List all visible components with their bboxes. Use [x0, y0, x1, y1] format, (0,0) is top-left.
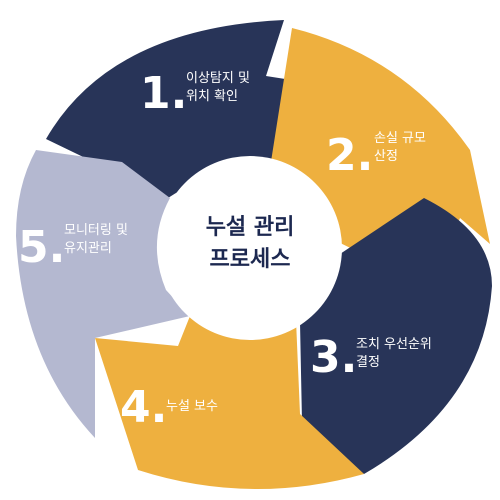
step-5-segment [16, 150, 190, 438]
step-2-label: 손실 규모 산정 [374, 130, 426, 166]
step-3-label-line2: 결정 [356, 355, 380, 370]
step-1-label-line2: 위치 확인 [186, 89, 238, 104]
step-1-segment [46, 20, 330, 198]
step-3-label-line1: 조치 우선순위 [356, 337, 432, 352]
center-title: 누설 관리 프로세스 [170, 212, 330, 276]
step-5-label-line1: 모니터링 및 [64, 223, 128, 238]
step-3-label: 조치 우선순위 결정 [356, 336, 432, 372]
step-2-number: 2. [326, 130, 374, 181]
step-1-label-line1: 이상탐지 및 [186, 71, 250, 86]
step-2-label-line2: 산정 [374, 149, 398, 164]
step-5-label-line2: 유지관리 [64, 241, 112, 256]
step-3-number: 3. [310, 332, 358, 383]
center-title-line2: 프로세스 [209, 247, 291, 272]
step-4-label: 누설 보수 [166, 398, 218, 416]
step-5-number: 5. [18, 222, 66, 273]
step-3-segment [300, 198, 492, 474]
center-title-line1: 누설 관리 [205, 215, 295, 240]
step-5-label: 모니터링 및 유지관리 [64, 222, 128, 258]
step-2-label-line1: 손실 규모 [374, 131, 426, 146]
step-4-segment [95, 316, 364, 490]
step-1-number: 1. [140, 68, 188, 119]
step-1-label: 이상탐지 및 위치 확인 [186, 70, 250, 106]
step-4-number: 4. [120, 382, 168, 433]
step-4-label-line1: 누설 보수 [166, 399, 218, 414]
center-circle [158, 156, 342, 340]
